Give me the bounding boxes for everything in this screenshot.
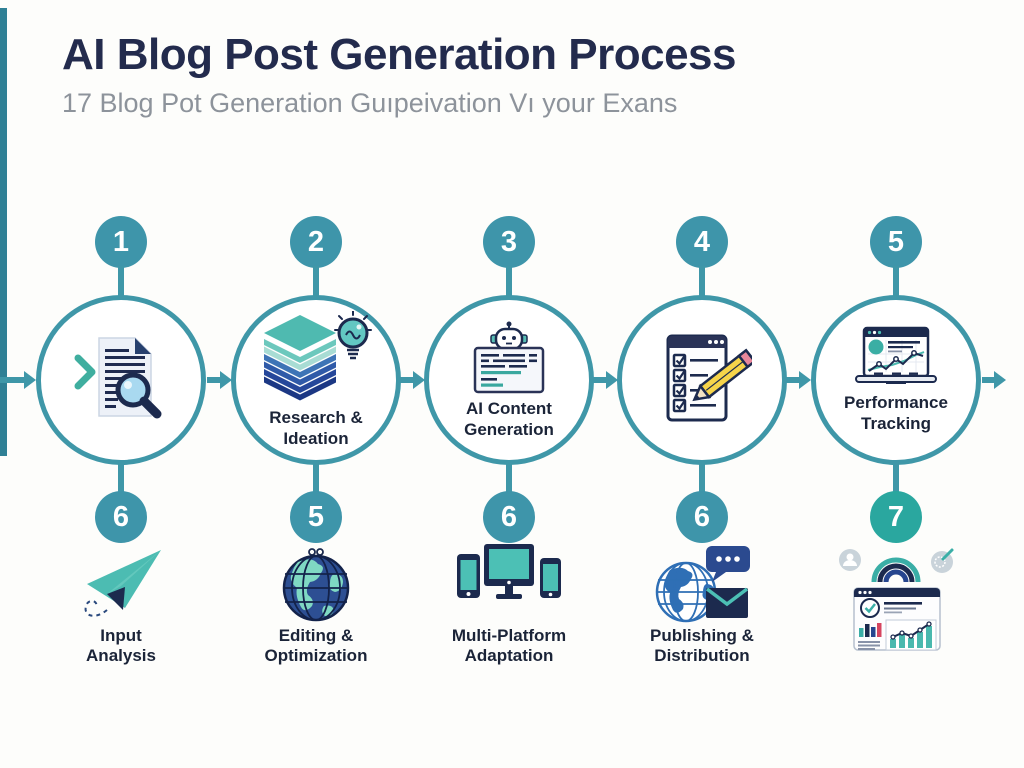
step-circle-performance-tracking: Performance Tracking [811,295,981,465]
analytics-dashboard-icon [839,548,954,651]
connector-line [699,463,705,493]
connector-line [893,463,899,493]
substep-number-badge: 6 [483,491,535,543]
substep-label: Multi-Platform Adaptation [451,626,567,666]
paper-plane-icon [84,550,161,617]
page-title: AI Blog Post Generation Process [62,30,737,79]
document-search-icon [74,336,162,418]
flow-arrow-in [0,371,36,389]
layers-lightbulb-icon [264,311,372,401]
process-column-3: 3 AI Cont [409,0,609,768]
substep-label: Editing & Optimization [264,626,368,666]
substep-number-badge: 5 [290,491,342,543]
process-column-2: 2 [216,0,416,768]
connector-line [313,266,319,296]
flow-arrow-out [982,371,1006,389]
page-subtitle: 17 Blog Pot Generation Guıpeivation Vı y… [62,88,678,118]
substep-icon-wrap [216,544,416,629]
process-column-1: 1 [21,0,221,768]
flow-arrow-2-3 [400,371,425,389]
step-label: Performance Tracking [844,393,948,433]
connector-line [506,266,512,296]
devices-icon [457,544,561,599]
substep-label: Input Analysis [86,626,156,666]
process-column-4: 4 [602,0,802,768]
connector-line [506,463,512,493]
connector-line [118,266,124,296]
step-circle-review-editing [617,295,787,465]
connector-line [699,266,705,296]
step-number-badge: 2 [290,216,342,268]
step-circle-input-analysis [36,295,206,465]
connector-line [893,266,899,296]
substep-number-badge: 7 [870,491,922,543]
flow-arrow-4-5 [786,371,811,389]
connector-line [313,463,319,493]
step-label: Research & Ideation [269,408,363,448]
robot-document-icon [473,321,545,394]
step-circle-research-ideation: Research & Ideation [231,295,401,465]
laptop-chart-icon [855,327,937,385]
step-number-badge: 4 [676,216,728,268]
left-accent-bar [0,8,7,456]
substep-icon-wrap [409,544,609,611]
step-label: AI Content Generation [464,399,554,439]
connector-line [118,463,124,493]
process-column-5: 5 [796,0,996,768]
step-number-badge: 1 [95,216,147,268]
substep-number-badge: 6 [95,491,147,543]
substep-icon-wrap [796,544,996,675]
substep-icon-wrap [602,544,802,631]
substep-number-badge: 6 [676,491,728,543]
step-circle-ai-content-generation: AI Content Generation [424,295,594,465]
globe-message-icon [655,546,750,623]
checklist-pencil-icon [666,334,752,421]
flow-arrow-1-2 [207,371,232,389]
substep-label: Publishing & Distribution [650,626,754,666]
flow-arrow-3-4 [593,371,618,389]
globe-icon [282,548,350,622]
step-number-badge: 3 [483,216,535,268]
step-number-badge: 5 [870,216,922,268]
substep-icon-wrap [21,544,221,629]
